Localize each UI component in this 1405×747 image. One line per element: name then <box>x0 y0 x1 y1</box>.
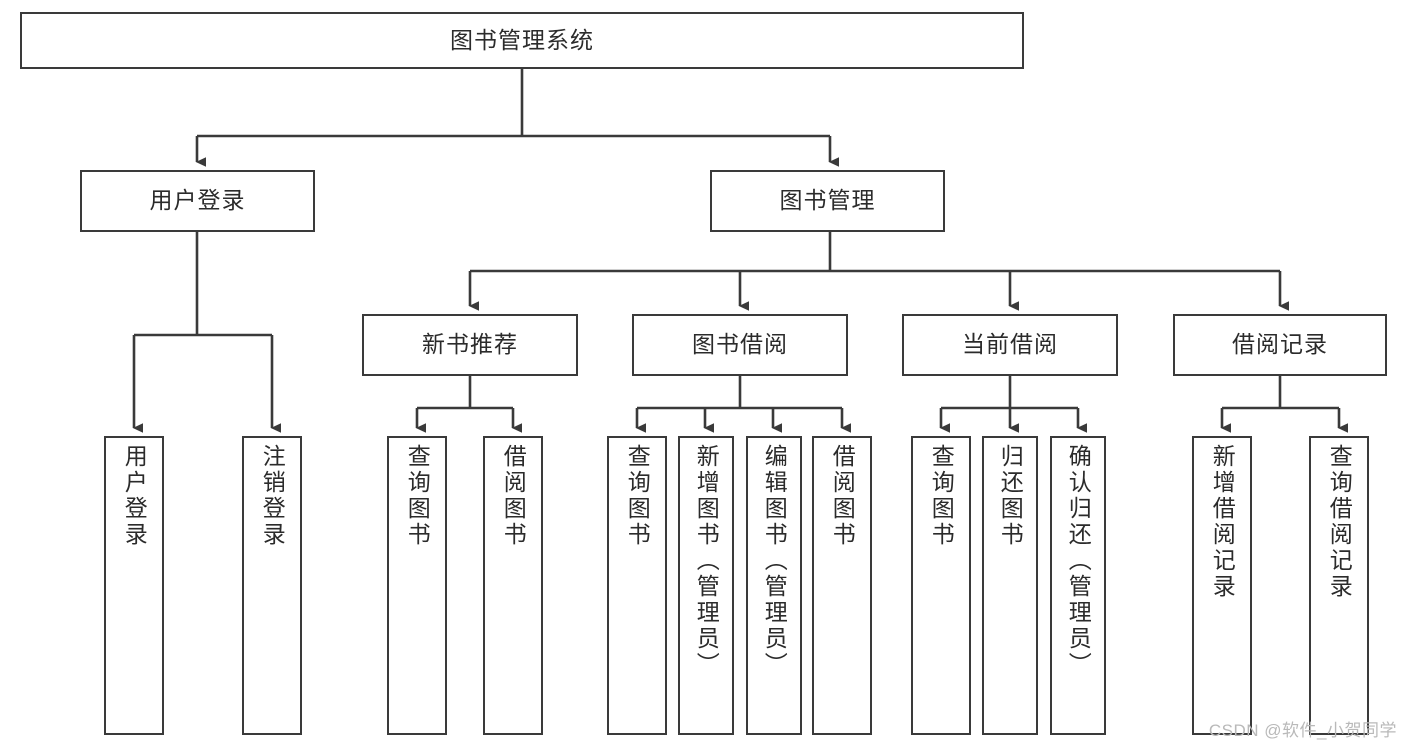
leaf-logout[interactable]: 注销登录 <box>242 436 302 735</box>
node-book-manage[interactable]: 图书管理 <box>710 170 945 232</box>
node-book-borrow-label: 图书借阅 <box>692 331 788 358</box>
csdn-watermark: CSDN @软件_小贺同学 <box>1208 721 1397 740</box>
node-book-manage-label: 图书管理 <box>779 187 876 214</box>
node-borrow-record[interactable]: 借阅记录 <box>1173 314 1387 376</box>
node-current-borrow[interactable]: 当前借阅 <box>902 314 1118 376</box>
node-borrow-record-label: 借阅记录 <box>1232 331 1328 358</box>
leaf-borrow-book-2[interactable]: 借阅图书 <box>812 436 872 735</box>
node-new-book-rec-label: 新书推荐 <box>422 331 518 358</box>
leaf-return-book-label: 归还图书 <box>997 444 1024 548</box>
leaf-confirm-return[interactable]: 确认归还（管理员） <box>1050 436 1106 735</box>
node-current-borrow-label: 当前借阅 <box>962 331 1058 358</box>
leaf-add-book[interactable]: 新增图书（管理员） <box>678 436 734 735</box>
leaf-borrow-book-2-label: 借阅图书 <box>829 444 856 548</box>
leaf-confirm-return-label: 确认归还（管理员） <box>1065 444 1092 678</box>
node-book-borrow[interactable]: 图书借阅 <box>632 314 848 376</box>
node-root-label: 图书管理系统 <box>450 26 594 53</box>
leaf-logout-label: 注销登录 <box>259 444 286 548</box>
node-user-login[interactable]: 用户登录 <box>80 170 315 232</box>
leaf-query-book-3[interactable]: 查询图书 <box>911 436 971 735</box>
leaf-query-book-1[interactable]: 查询图书 <box>387 436 447 735</box>
node-new-book-rec[interactable]: 新书推荐 <box>362 314 578 376</box>
leaf-return-book[interactable]: 归还图书 <box>982 436 1038 735</box>
leaf-query-book-1-label: 查询图书 <box>404 444 431 548</box>
leaf-query-book-2-label: 查询图书 <box>624 444 651 548</box>
leaf-edit-book[interactable]: 编辑图书（管理员） <box>746 436 802 735</box>
node-user-login-label: 用户登录 <box>149 187 246 214</box>
leaf-add-book-label: 新增图书（管理员） <box>693 444 720 678</box>
leaf-edit-book-label: 编辑图书（管理员） <box>761 444 788 678</box>
leaf-query-record-label: 查询借阅记录 <box>1326 444 1353 600</box>
node-root-system[interactable]: 图书管理系统 <box>20 12 1024 69</box>
leaf-query-book-3-label: 查询图书 <box>928 444 955 548</box>
leaf-user-login-label: 用户登录 <box>121 444 148 548</box>
leaf-add-record[interactable]: 新增借阅记录 <box>1192 436 1252 735</box>
leaf-user-login[interactable]: 用户登录 <box>104 436 164 735</box>
leaf-borrow-book-1[interactable]: 借阅图书 <box>483 436 543 735</box>
leaf-borrow-book-1-label: 借阅图书 <box>500 444 527 548</box>
leaf-query-record[interactable]: 查询借阅记录 <box>1309 436 1369 735</box>
leaf-add-record-label: 新增借阅记录 <box>1209 444 1236 600</box>
leaf-query-book-2[interactable]: 查询图书 <box>607 436 667 735</box>
